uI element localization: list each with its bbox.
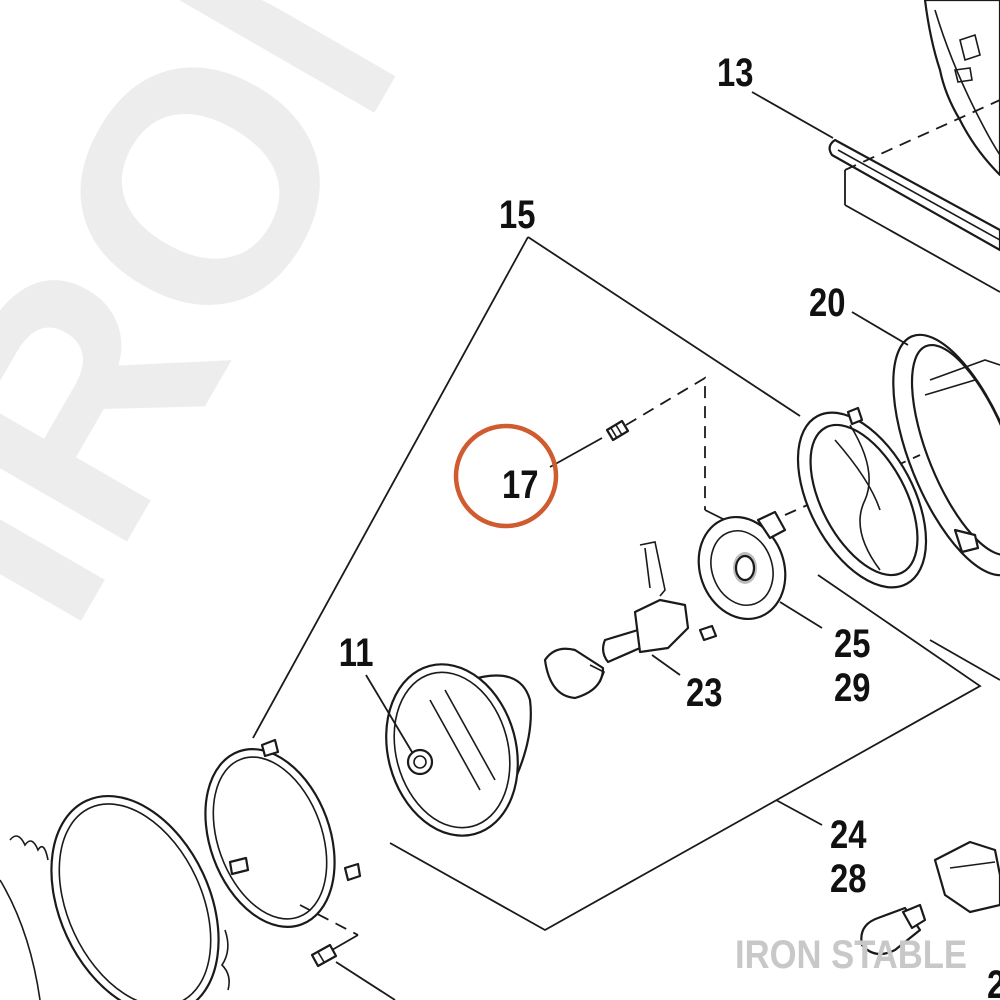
callout-23: 23 [686, 670, 722, 715]
callout-20: 20 [809, 280, 845, 325]
retaining-ring-part [796, 406, 928, 589]
callout-11: 11 [339, 630, 374, 675]
assembly-leader-15 [252, 236, 801, 739]
callout-13: 13 [717, 50, 753, 95]
bulb-shield-part [543, 647, 606, 700]
sealed-beam-lamp-part-11 [365, 663, 532, 837]
trim-ring-part [204, 738, 362, 951]
callout-24: 24 [830, 812, 867, 857]
headlamp-housing-part [923, 0, 1000, 177]
callout-15: 15 [499, 192, 535, 237]
small-bulbs-part-24-28 [775, 799, 1000, 956]
trim-strip-part-13 [751, 91, 1000, 293]
highlight-circle-17 [453, 423, 559, 529]
callout-partial: 2 [987, 962, 1000, 1000]
mounting-bucket-part-20 [784, 311, 1000, 577]
callout-17: 17 [502, 462, 538, 507]
screw-part-17 [605, 419, 630, 442]
footer-watermark-text: IRON STABLE [735, 933, 967, 977]
callout-25: 25 [834, 621, 870, 666]
outer-bezel-part [0, 794, 230, 1000]
callout-29: 29 [834, 665, 870, 710]
assembly-bracket-lines [389, 574, 1000, 932]
trim-screw-part [310, 943, 396, 1000]
bulb-part-23 [601, 541, 718, 676]
callout-labels: 13 15 20 17 11 23 25 29 24 28 2 [339, 50, 1000, 1000]
screw-alignment-17 [549, 376, 726, 521]
socket-part-25-29 [697, 510, 823, 629]
callout-28: 28 [830, 856, 866, 901]
